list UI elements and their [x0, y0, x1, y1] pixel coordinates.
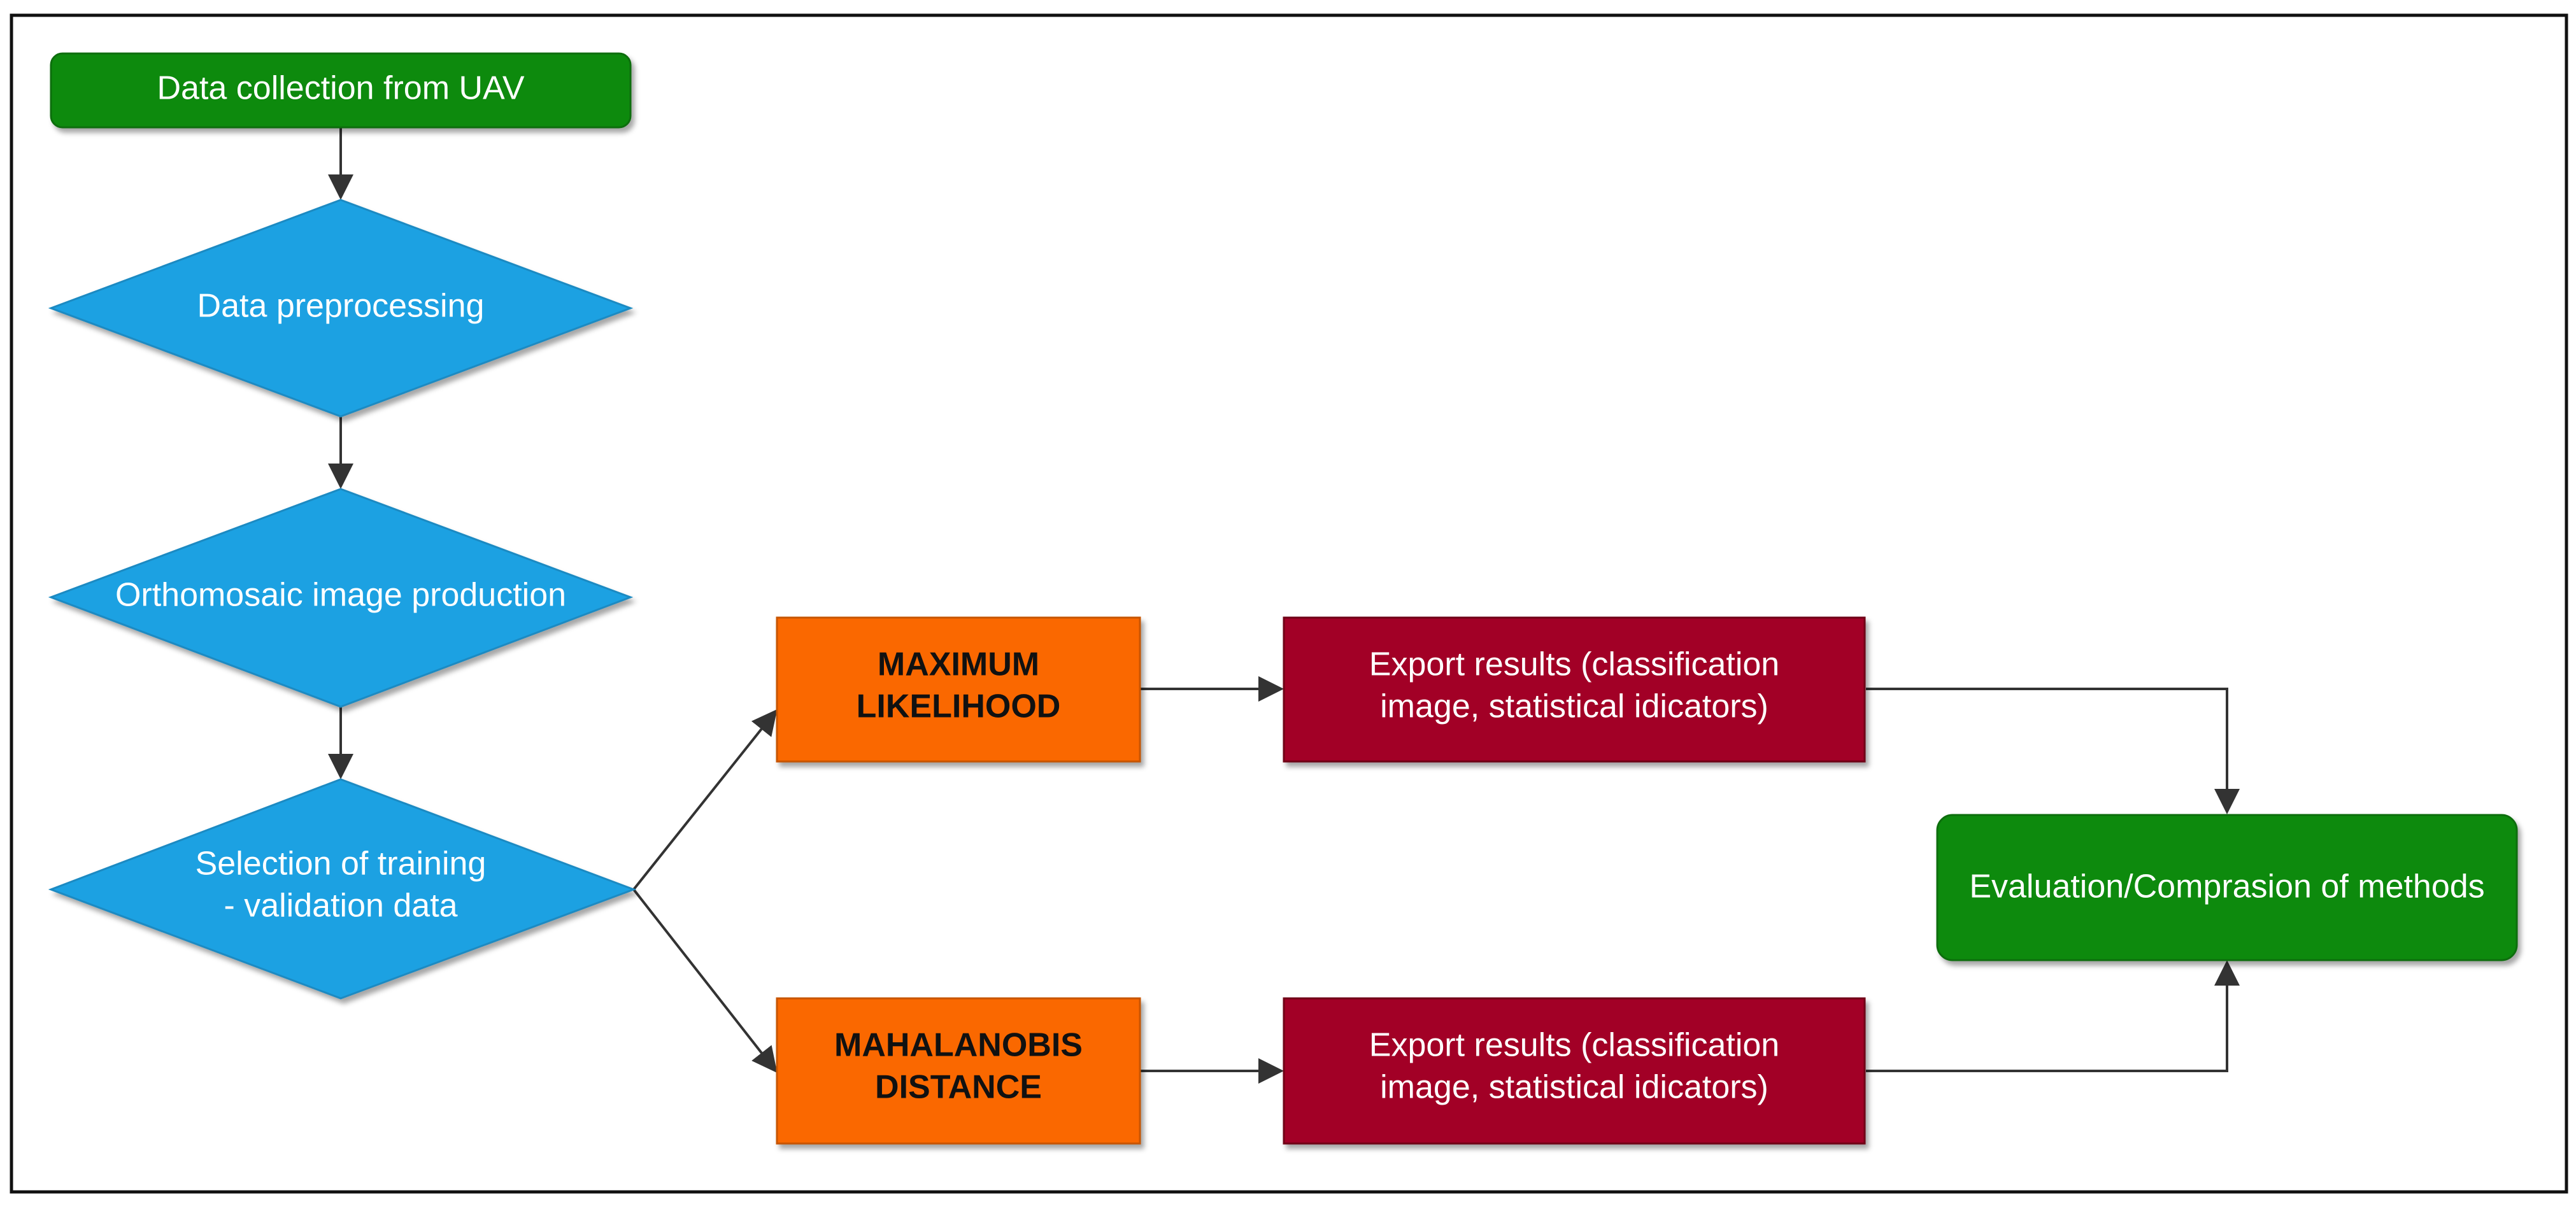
edge-export-top-to-evaluation	[1866, 688, 2240, 814]
node-selection-label-line2: - validation data	[224, 888, 457, 924]
node-selection: Selection of training - validation data	[48, 778, 637, 1000]
node-data-collection-shape	[50, 52, 632, 129]
node-data-collection-label: Data collection from UAV	[157, 70, 524, 107]
edges	[328, 127, 2240, 1084]
node-mahalanobis: MAHALANOBIS DISTANCE	[776, 997, 1141, 1145]
node-maximum-likelihood: MAXIMUM LIKELIHOOD	[776, 616, 1141, 763]
node-export-bottom: Export results (classification image, st…	[1283, 997, 1866, 1145]
node-orthomosaic: Orthomosaic image production	[48, 488, 634, 708]
node-mahalanobis-label-line2: DISTANCE	[875, 1069, 1042, 1106]
edge-selection-to-maximum-likelihood	[632, 709, 778, 891]
node-export-top-shape	[1283, 616, 1866, 763]
node-export-top-label-line2: image, statistical idicators)	[1380, 688, 1768, 725]
edge-selection-to-mahalanobis	[632, 888, 778, 1073]
node-orthomosaic-shape	[48, 488, 634, 708]
node-maximum-likelihood-label-line2: LIKELIHOOD	[857, 688, 1061, 725]
edge-export-bottom-to-evaluation	[1866, 960, 2240, 1072]
node-export-bottom-label-line2: image, statistical idicators)	[1380, 1069, 1768, 1106]
node-export-bottom-shape	[1283, 997, 1866, 1145]
node-data-preprocessing-shape	[48, 199, 634, 418]
node-data-preprocessing: Data preprocessing	[48, 199, 634, 418]
node-maximum-likelihood-shape	[776, 616, 1141, 763]
node-export-top: Export results (classification image, st…	[1283, 616, 1866, 763]
node-mahalanobis-shape	[776, 997, 1141, 1145]
node-evaluation: Evaluation/Comprasion of methods	[1936, 814, 2518, 961]
node-export-bottom-label-line1: Export results (classification	[1369, 1027, 1779, 1064]
node-selection-label-line1: Selection of training	[196, 846, 487, 882]
node-evaluation-label: Evaluation/Comprasion of methods	[1969, 868, 2484, 905]
node-data-preprocessing-label: Data preprocessing	[197, 288, 485, 325]
node-mahalanobis-label-line1: MAHALANOBIS	[834, 1027, 1083, 1064]
node-orthomosaic-label: Orthomosaic image production	[115, 577, 566, 614]
node-evaluation-shape	[1936, 814, 2518, 961]
node-data-collection: Data collection from UAV	[50, 52, 632, 129]
node-maximum-likelihood-label-line1: MAXIMUM	[878, 646, 1039, 683]
node-export-top-label-line1: Export results (classification	[1369, 646, 1779, 683]
node-selection-shape	[48, 778, 637, 1000]
